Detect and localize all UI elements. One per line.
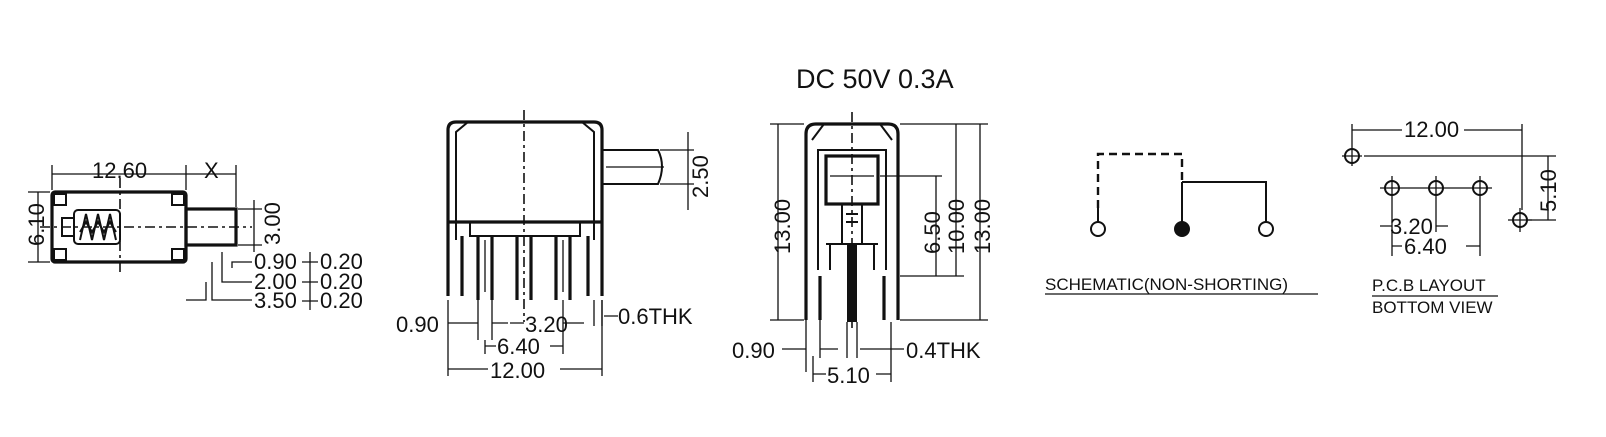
dimension-line bbox=[846, 322, 904, 358]
dimension-line bbox=[447, 300, 603, 376]
terminal-open-icon bbox=[1090, 221, 1106, 237]
dimension-pitch: 3.20 bbox=[525, 312, 568, 337]
dimension-thickness: 0.6THK bbox=[618, 304, 693, 329]
dimension-thickness: 0.4THK bbox=[906, 338, 981, 363]
plus-minus-icon bbox=[302, 252, 318, 272]
body-outline bbox=[446, 120, 604, 222]
dimension-span: 5.10 bbox=[827, 363, 870, 388]
spring-icon bbox=[79, 213, 117, 241]
corner-mark bbox=[171, 193, 185, 206]
dimension-span: 6.40 bbox=[1404, 234, 1447, 259]
dimension-line bbox=[484, 340, 564, 354]
pcb-caption: P.C.B LAYOUT bbox=[1372, 276, 1486, 295]
dimension-actuator: 2.50 bbox=[688, 155, 713, 198]
terminal-common-icon bbox=[1174, 221, 1190, 237]
crosshair bbox=[1380, 176, 1492, 256]
dimension-height-left: 13.00 bbox=[770, 199, 795, 254]
dimension-line bbox=[448, 300, 508, 340]
switch-link bbox=[1181, 181, 1267, 222]
dimension-line bbox=[782, 320, 838, 372]
dimension-height: 6.10 bbox=[24, 203, 49, 246]
dimension-line bbox=[900, 123, 964, 277]
spring-icon bbox=[79, 220, 117, 234]
dimension-line bbox=[1351, 124, 1523, 210]
leader-line bbox=[221, 252, 252, 283]
body-outline bbox=[804, 122, 900, 276]
terminal-pin bbox=[476, 236, 494, 300]
dimension-length: 12.60 bbox=[92, 158, 147, 183]
dimension-height: 5.10 bbox=[1536, 169, 1561, 212]
top-view: 12.60 X 6.10 3.00 0.90 2.00 3.50 0.20 0.… bbox=[24, 158, 363, 313]
crosshair bbox=[1342, 146, 1532, 232]
base-block bbox=[469, 221, 581, 237]
dimension-actuator: 3.00 bbox=[260, 202, 285, 245]
frame-tab-right bbox=[581, 121, 595, 240]
dimension-pitch: 3.20 bbox=[1390, 214, 1433, 239]
frame-tab bbox=[811, 123, 893, 141]
corner-mark bbox=[53, 193, 67, 206]
dimension-height-right: 13.00 bbox=[970, 199, 995, 254]
frame-tab-left bbox=[455, 121, 469, 240]
terminal-open-icon bbox=[1258, 221, 1274, 237]
dimension-inner: 6.50 bbox=[920, 211, 945, 254]
terminal-pin-right bbox=[882, 276, 900, 320]
tolerance-value: 0.20 bbox=[320, 288, 363, 313]
front-view: 2.50 0.90 3.20 0.6THK 6.40 12.00 bbox=[396, 110, 713, 383]
tolerance-1: 0.90 bbox=[254, 249, 297, 274]
plus-minus-icon bbox=[302, 272, 318, 292]
dimension-mid: 10.00 bbox=[944, 199, 969, 254]
dimension-line bbox=[900, 123, 988, 321]
terminal-pin bbox=[515, 236, 533, 300]
dimension-line bbox=[812, 322, 892, 382]
dimension-pin-width: 0.90 bbox=[396, 312, 439, 337]
corner-mark bbox=[171, 248, 185, 261]
switch-dashed-link bbox=[1096, 152, 1184, 208]
dimension-x: X bbox=[204, 158, 219, 183]
mount-pin-right bbox=[586, 222, 604, 296]
schematic: SCHEMATIC(NON-SHORTING) bbox=[1045, 152, 1318, 295]
dimension-span: 6.40 bbox=[497, 334, 540, 359]
tolerance-value: 0.20 bbox=[320, 249, 363, 274]
pcb-layout: 12.00 5.10 3.20 6.40 P.C.B LAYOUT BOTTOM… bbox=[1342, 117, 1561, 317]
terminal-pin bbox=[554, 236, 572, 300]
leader-line bbox=[211, 262, 252, 301]
mount-pin-left bbox=[446, 222, 464, 296]
dimension-line bbox=[880, 175, 942, 277]
dimension-line bbox=[510, 300, 584, 340]
pcb-caption-sub: BOTTOM VIEW bbox=[1372, 298, 1493, 317]
dimension-width: 12.00 bbox=[490, 358, 545, 383]
dimension-line bbox=[770, 123, 804, 321]
side-view: 13.00 6.50 10.00 13.00 0.90 0.4THK 5.10 bbox=[732, 112, 995, 388]
corner-mark bbox=[53, 248, 67, 261]
leader-line bbox=[186, 282, 207, 301]
plus-minus-icon bbox=[302, 292, 318, 310]
terminal-pin-left bbox=[804, 276, 822, 320]
tolerance-2: 2.00 bbox=[254, 269, 297, 294]
rating-label: DC 50V 0.3A bbox=[796, 64, 954, 94]
leader-line bbox=[231, 261, 252, 268]
terminal-pin-center bbox=[847, 244, 857, 322]
tolerance-value: 0.20 bbox=[320, 269, 363, 294]
tolerance-3: 3.50 bbox=[254, 288, 297, 313]
schematic-caption: SCHEMATIC(NON-SHORTING) bbox=[1045, 275, 1288, 294]
dimension-line bbox=[593, 300, 618, 326]
dimension-pin-width: 0.90 bbox=[732, 338, 775, 363]
dimension-width: 12.00 bbox=[1404, 117, 1459, 142]
